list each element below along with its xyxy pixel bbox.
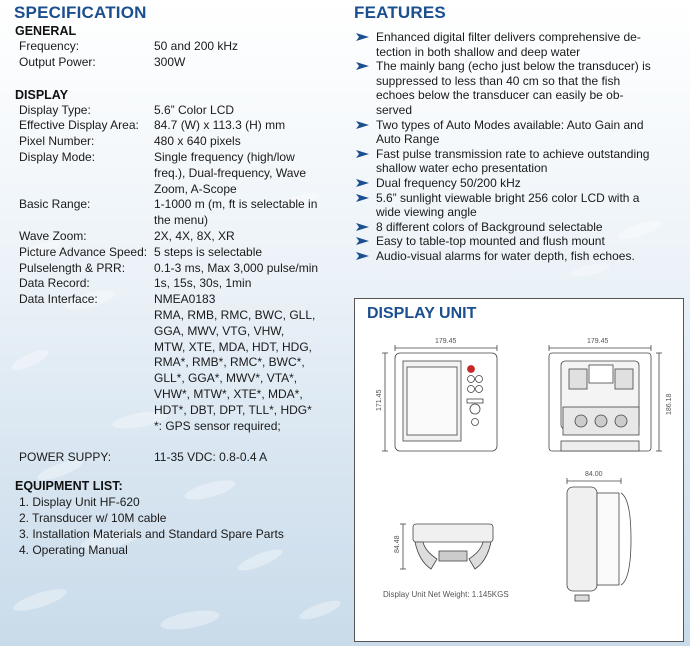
specification-column: SPECIFICATION GENERAL Frequency: 50 and …: [14, 2, 344, 558]
front-view-drawing: [382, 345, 498, 452]
rear-width-dim: 179.45: [587, 338, 609, 345]
spec-row-display-type: Display Type: 5.6” Color LCD: [14, 103, 344, 119]
spec-row-display-area: Effective Display Area: 84.7 (W) x 113.3…: [14, 118, 344, 134]
side-view-drawing: [566, 478, 632, 602]
equipment-item: 2. Transducer w/ 10M cable: [19, 511, 167, 526]
feature-text: Dual frequency 50/200 kHz: [376, 175, 521, 190]
rear-height-dim: 186.18: [666, 393, 673, 415]
spec-row-frequency: Frequency: 50 and 200 kHz: [14, 39, 344, 55]
spec-label: Pulselength & PRR:: [19, 260, 126, 275]
feature-text: Fast pulse transmission rate to achieve …: [376, 146, 650, 176]
feature-item: 5.6” sunlight viewable bright 256 color …: [354, 191, 684, 220]
arrow-bullet-icon: [356, 33, 369, 41]
spec-value: 1-1000 m (m, ft is selectable in the men…: [154, 197, 318, 228]
feature-text: The mainly bang (echo just below the tra…: [376, 59, 651, 117]
front-height-dim: 171.45: [376, 389, 383, 411]
features-list: Enhanced digital filter delivers compreh…: [354, 30, 684, 264]
equipment-heading: EQUIPMENT LIST:: [15, 479, 123, 494]
general-heading: GENERAL: [15, 24, 77, 38]
arrow-bullet-icon: [356, 251, 369, 260]
spec-label: Effective Display Area:: [19, 118, 139, 133]
rear-view-drawing: [548, 345, 662, 452]
spec-label: Basic Range:: [19, 197, 91, 212]
spec-label: Pixel Number:: [19, 134, 95, 149]
spec-row-picture-advance: Picture Advance Speed: 5 steps is select…: [14, 245, 344, 261]
feature-text: Audio-visual alarms for water depth, fis…: [376, 248, 635, 263]
spec-label: Frequency:: [19, 39, 80, 53]
spec-value: 84.7 (W) x 113.3 (H) mm: [154, 118, 286, 133]
arrow-bullet-icon: [356, 120, 369, 129]
spec-value: 1s, 15s, 30s, 1min: [154, 276, 252, 291]
feature-item: 8 different colors of Background selecta…: [354, 220, 684, 235]
equipment-item: 1. Display Unit HF-620: [19, 495, 140, 510]
feature-item: Enhanced digital filter delivers compreh…: [354, 30, 684, 59]
feature-item: Dual frequency 50/200 kHz: [354, 176, 684, 191]
equipment-item: 4. Operating Manual: [19, 543, 128, 558]
spec-label: POWER SUPPY:: [19, 450, 112, 465]
spec-row-output-power: Output Power: 300W: [14, 55, 344, 71]
display-unit-title: DISPLAY UNIT: [367, 305, 477, 322]
spec-row-pixel-number: Pixel Number: 480 x 640 pixels: [14, 134, 344, 150]
spec-value: 300W: [154, 54, 186, 69]
bracket-view-drawing: [400, 523, 494, 570]
features-title: FEATURES: [354, 3, 446, 22]
feature-item: Audio-visual alarms for water depth, fis…: [354, 249, 684, 264]
feature-text: Two types of Auto Modes available: Auto …: [376, 117, 644, 147]
spec-row-power-supply: POWER SUPPY: 11-35 VDC: 0.8-0.4 A: [14, 450, 344, 466]
spec-label: Data Record:: [19, 276, 90, 291]
feature-item: Easy to table-top mounted and flush moun…: [354, 234, 684, 249]
spec-value: 480 x 640 pixels: [154, 134, 241, 149]
spec-row-display-mode: Display Mode: Single frequency (high/low…: [14, 150, 344, 197]
feature-text: Enhanced digital filter delivers compreh…: [376, 30, 641, 59]
equipment-item: 3. Installation Materials and Standard S…: [19, 527, 284, 542]
spec-value: 11-35 VDC: 0.8-0.4 A: [154, 450, 268, 465]
feature-item: Two types of Auto Modes available: Auto …: [354, 118, 684, 147]
display-unit-drawing: 179.45 171.45 179.45 186.18 84.00 84.48 …: [376, 338, 673, 602]
spec-value: 50 and 200 kHz: [154, 39, 239, 53]
feature-item: The mainly bang (echo just below the tra…: [354, 59, 684, 117]
spec-label: Output Power:: [19, 54, 96, 69]
arrow-bullet-icon: [356, 193, 369, 202]
side-depth-dim: 84.00: [585, 471, 603, 478]
feature-text: Easy to table-top mounted and flush moun…: [376, 234, 605, 249]
spec-row-data-record: Data Record: 1s, 15s, 30s, 1min: [14, 276, 344, 292]
arrow-bullet-icon: [356, 62, 369, 71]
spec-value: 2X, 4X, 8X, XR: [154, 228, 235, 243]
spec-label: Display Type:: [19, 102, 91, 117]
feature-text: 5.6” sunlight viewable bright 256 color …: [376, 190, 640, 220]
spec-row-wave-zoom: Wave Zoom: 2X, 4X, 8X, XR: [14, 229, 344, 245]
display-heading: DISPLAY: [15, 87, 69, 102]
arrow-bullet-icon: [356, 149, 369, 158]
spec-value: 0.1-3 ms, Max 3,000 pulse/min: [154, 260, 319, 275]
spec-label: Wave Zoom:: [19, 228, 87, 243]
specification-title: SPECIFICATION: [14, 3, 147, 22]
arrow-bullet-icon: [356, 237, 369, 246]
weight-note: Display Unit Net Weight: 1.145KGS: [383, 590, 509, 599]
spec-row-pulselength: Pulselength & PRR: 0.1-3 ms, Max 3,000 p…: [14, 261, 344, 277]
spec-label: Picture Advance Speed:: [19, 244, 148, 259]
features-column: FEATURES Enhanced digital filter deliver…: [354, 2, 684, 642]
spec-value: NMEA0183 RMA, RMB, RMC, BWC, GLL, GGA, M…: [154, 292, 316, 433]
feature-item: Fast pulse transmission rate to achieve …: [354, 147, 684, 176]
spec-value: Single frequency (high/low freq.), Dual-…: [154, 149, 307, 196]
arrow-bullet-icon: [356, 178, 369, 187]
front-width-dim: 179.45: [435, 338, 457, 345]
spec-row-data-interface: Data Interface: NMEA0183 RMA, RMB, RMC, …: [14, 292, 344, 434]
spec-value: 5.6” Color LCD: [154, 102, 235, 117]
bracket-height-dim: 84.48: [394, 535, 401, 553]
spec-row-basic-range: Basic Range: 1-1000 m (m, ft is selectab…: [14, 197, 344, 229]
spec-value: 5 steps is selectable: [154, 244, 263, 259]
spec-label: Data Interface:: [19, 292, 98, 307]
feature-text: 8 different colors of Background selecta…: [376, 219, 603, 234]
display-unit-box: DISPLAY UNIT: [354, 298, 684, 642]
arrow-bullet-icon: [356, 222, 369, 231]
spec-label: Display Mode:: [19, 149, 96, 164]
fish-school-decoration: [11, 192, 663, 630]
